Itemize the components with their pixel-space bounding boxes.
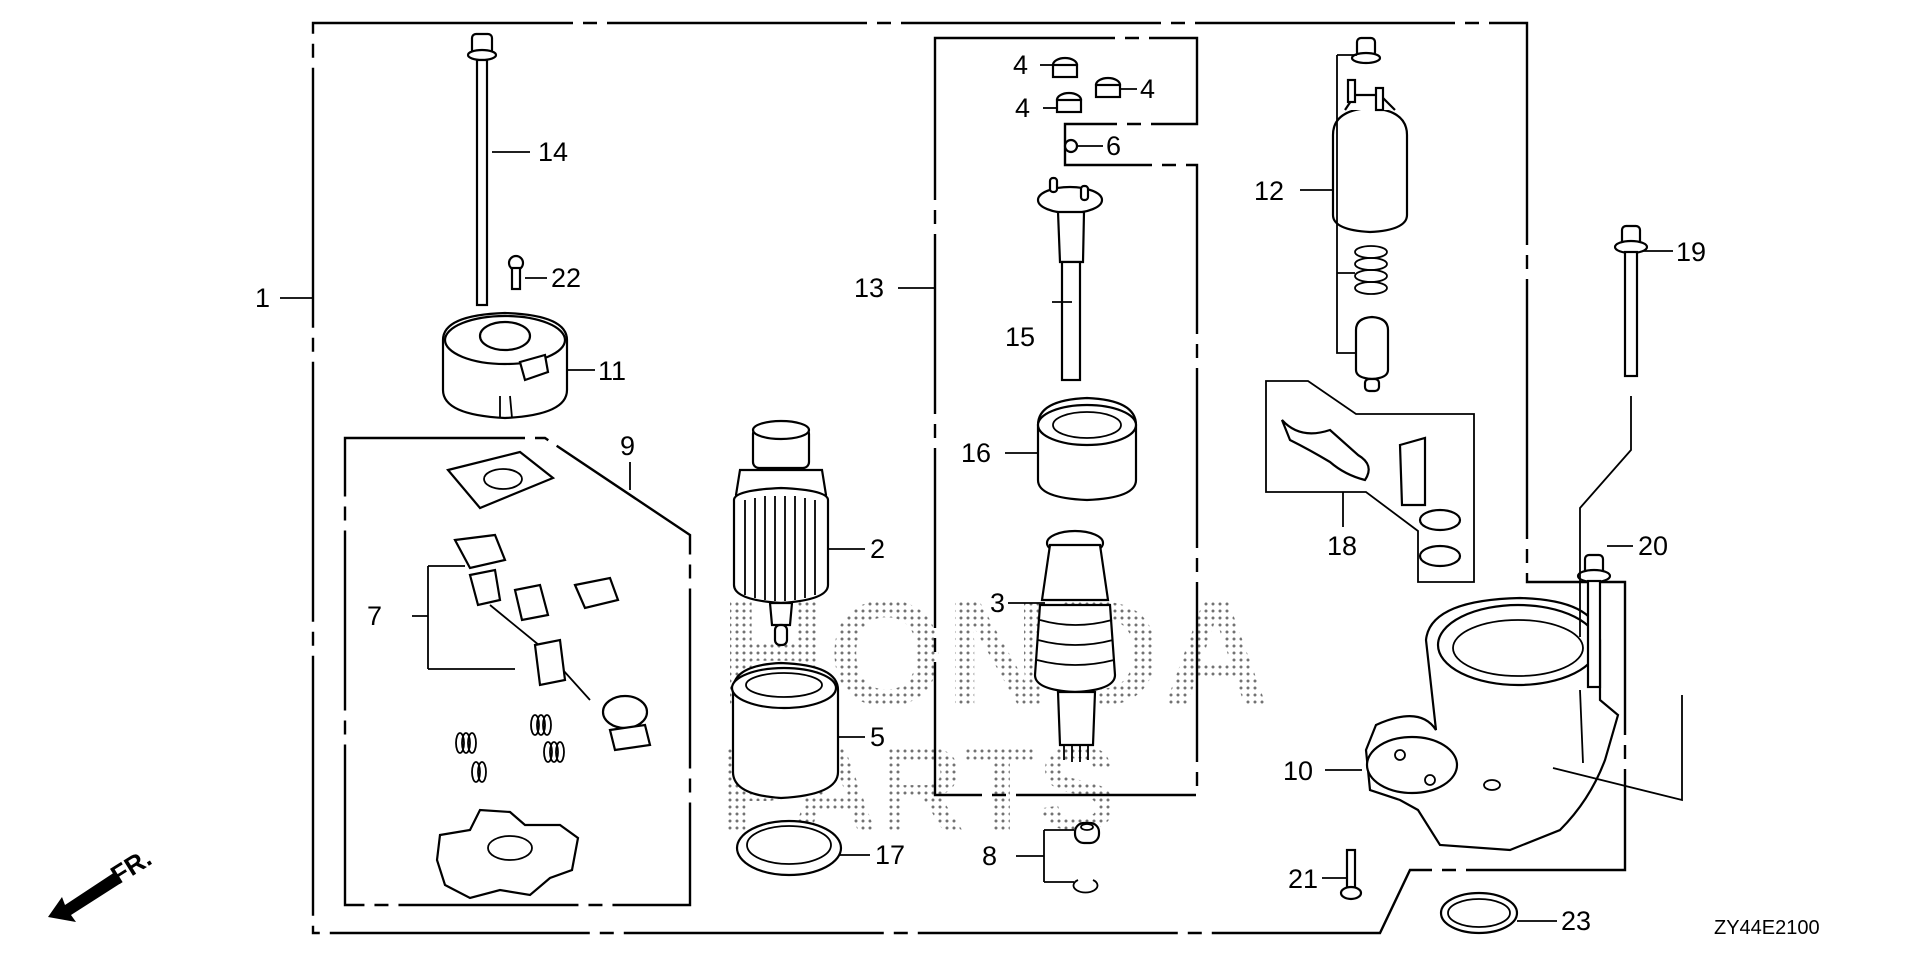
callout-19[interactable]: 19 bbox=[1676, 237, 1706, 267]
leader-lines bbox=[280, 54, 1683, 922]
frame-group-9 bbox=[343, 436, 692, 907]
callout-21[interactable]: 21 bbox=[1288, 864, 1318, 894]
callout-4b[interactable]: 4 bbox=[1140, 74, 1155, 104]
part-15-pinion-shaft bbox=[1036, 176, 1104, 382]
callout-4a[interactable]: 4 bbox=[1013, 50, 1028, 80]
part-4-nut bbox=[1051, 56, 1122, 114]
callout-14[interactable]: 14 bbox=[538, 137, 568, 167]
frame-group-18 bbox=[1265, 380, 1475, 583]
callout-12[interactable]: 12 bbox=[1254, 176, 1284, 206]
part-9-brush-holder-assembly bbox=[435, 450, 652, 900]
part-8-bearing-set bbox=[1072, 821, 1101, 894]
part-22-screw bbox=[507, 254, 525, 291]
callout-16[interactable]: 16 bbox=[961, 438, 991, 468]
part-16-internal-gear bbox=[1036, 396, 1138, 502]
part-5-yoke bbox=[730, 661, 840, 800]
callout-10[interactable]: 10 bbox=[1283, 756, 1313, 786]
callout-17[interactable]: 17 bbox=[875, 840, 905, 870]
diagram-code: ZY44E2100 bbox=[1714, 917, 1820, 939]
part-10-drive-housing bbox=[1364, 596, 1620, 852]
front-arrow-icon: FR. bbox=[48, 842, 157, 922]
part-3-overrunning-clutch bbox=[1033, 529, 1117, 762]
callout-8[interactable]: 8 bbox=[982, 841, 997, 871]
part-14-through-bolt bbox=[466, 32, 498, 307]
frame-assembly-1 bbox=[311, 21, 1627, 935]
callout-4c[interactable]: 4 bbox=[1015, 93, 1030, 123]
part-17-ring bbox=[735, 819, 843, 877]
callout-13[interactable]: 13 bbox=[854, 273, 884, 303]
part-11-rear-cover bbox=[441, 311, 569, 420]
part-20-bolt bbox=[1576, 553, 1612, 689]
callout-6[interactable]: 6 bbox=[1106, 131, 1121, 161]
callout-15[interactable]: 15 bbox=[1005, 322, 1035, 352]
part-23-o-ring bbox=[1439, 891, 1519, 935]
callout-1[interactable]: 1 bbox=[255, 283, 270, 313]
callout-5[interactable]: 5 bbox=[870, 722, 885, 752]
frame-group-13 bbox=[933, 36, 1199, 797]
callout-22[interactable]: 22 bbox=[551, 263, 581, 293]
part-12-solenoid bbox=[1331, 36, 1409, 393]
callout-20[interactable]: 20 bbox=[1638, 531, 1668, 561]
callout-7[interactable]: 7 bbox=[367, 601, 382, 631]
callout-3[interactable]: 3 bbox=[990, 588, 1005, 618]
part-19-bolt bbox=[1613, 224, 1649, 378]
part-2-armature bbox=[732, 419, 830, 647]
part-21-screw bbox=[1339, 848, 1363, 901]
callout-23[interactable]: 23 bbox=[1561, 906, 1591, 936]
callout-11[interactable]: 11 bbox=[598, 356, 626, 386]
part-6-steel-ball bbox=[1063, 138, 1079, 154]
callout-2[interactable]: 2 bbox=[870, 534, 885, 564]
callout-labels: 1 2 3 4 4 4 5 6 7 8 9 10 11 12 13 14 15 … bbox=[255, 50, 1706, 936]
callout-9[interactable]: 9 bbox=[620, 431, 635, 461]
callout-18[interactable]: 18 bbox=[1327, 531, 1357, 561]
part-18-lever-set bbox=[1280, 419, 1462, 568]
